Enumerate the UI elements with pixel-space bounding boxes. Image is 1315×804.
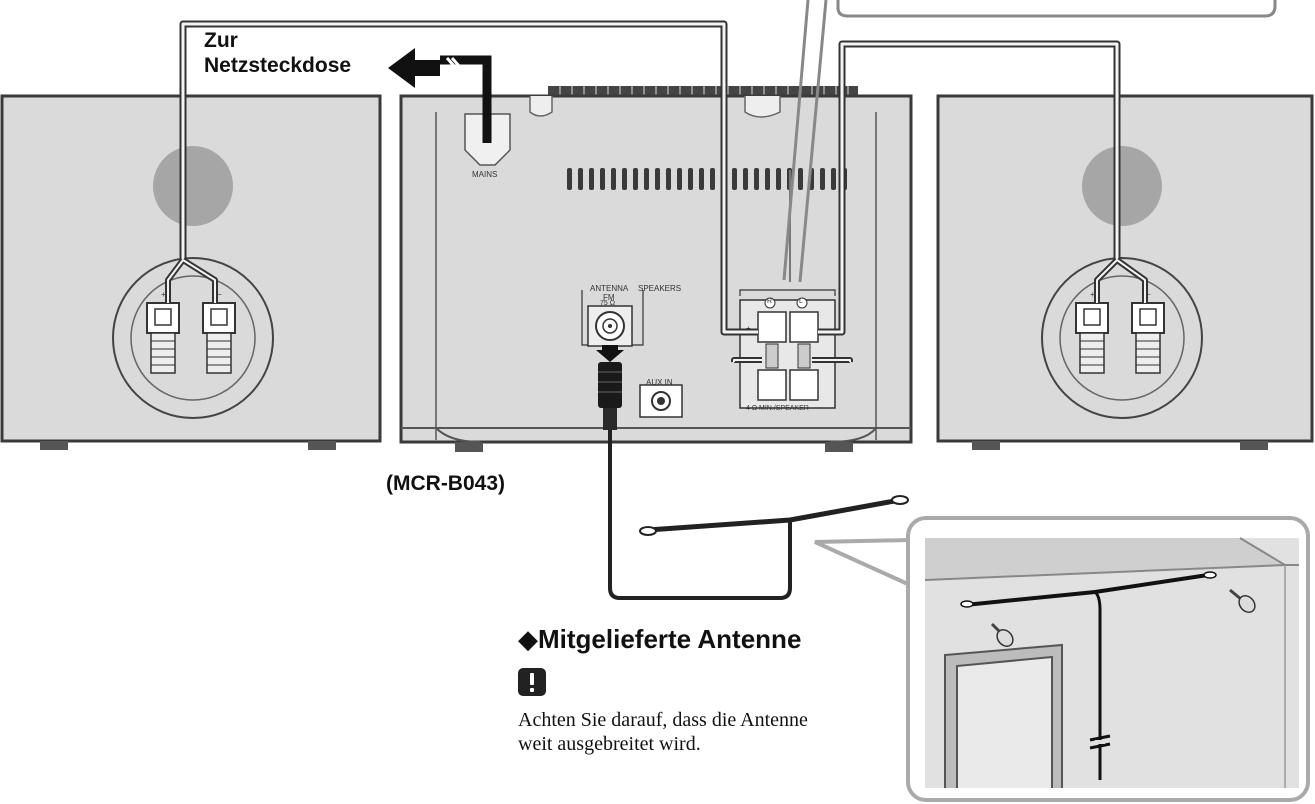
left-speaker <box>0 94 382 450</box>
caution-icon <box>518 668 546 696</box>
model-label: (MCR-B043) <box>386 472 506 495</box>
fm-antenna <box>596 345 909 600</box>
fm-label: FM <box>603 293 615 302</box>
power-outlet-label: Zur Netzsteckdose <box>204 28 351 78</box>
speaker-wires <box>165 0 1277 363</box>
power-outlet-line2: Netzsteckdose <box>204 54 352 77</box>
aux-in-label: AUX IN <box>646 378 673 387</box>
right-speaker <box>936 94 1314 450</box>
right-channel-label: R <box>767 298 773 305</box>
speakers-label: SPEAKERS <box>638 284 682 293</box>
power-cable <box>388 48 492 143</box>
antenna-note: Achten Sie darauf, dass die Antenne weit… <box>518 708 898 756</box>
ohm-label: 75 Ω <box>600 300 615 307</box>
left-speaker-minus-label: − <box>217 290 222 299</box>
main-unit <box>399 86 913 452</box>
arrow-left-icon <box>388 48 440 88</box>
speaker-impedance-label: 4 Ω MIN./SPEAKER <box>746 405 809 412</box>
antenna-installation-inset <box>814 516 1310 802</box>
antenna-note-line2: weit ausgebreitet wird. <box>518 733 701 755</box>
right-speaker-minus-label: − <box>1146 290 1151 299</box>
left-channel-label: L <box>799 298 803 305</box>
left-speaker-plus-label: + <box>161 290 166 299</box>
power-outlet-line1: Zur <box>204 29 238 52</box>
antenna-note-line1: Achten Sie darauf, dass die Antenne <box>518 709 808 731</box>
right-speaker-plus-label: + <box>1090 290 1095 299</box>
antenna-label: ANTENNA <box>590 284 629 293</box>
antenna-heading: ◆Mitgelieferte Antenne <box>518 624 802 654</box>
mains-label: MAINS <box>472 170 498 179</box>
terminal-plus-label: + <box>746 324 751 333</box>
